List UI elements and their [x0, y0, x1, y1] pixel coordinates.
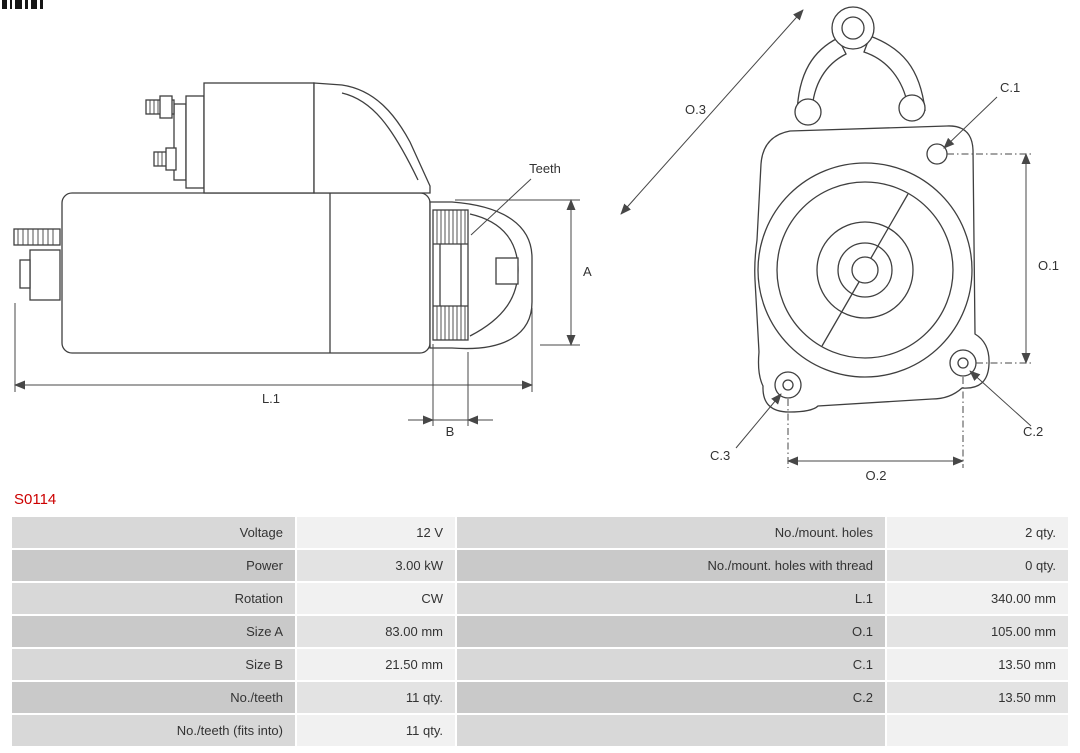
spec-value: 13.50 mm: [887, 649, 1068, 680]
callout-c1: C.1: [943, 80, 1020, 149]
dim-o1-label: O.1: [1038, 258, 1059, 273]
motor-body: [61, 192, 431, 354]
hole-c2: [949, 349, 977, 377]
pinion-gear: [432, 209, 469, 341]
dimension-b: B: [408, 344, 493, 439]
mount-stud: [13, 228, 61, 301]
label-c3: C.3: [710, 448, 730, 463]
spec-label: C.1: [457, 649, 885, 680]
barcode-artifact: [2, 0, 43, 9]
spec-label: No./teeth (fits into): [12, 715, 295, 746]
spec-value: 340.00 mm: [887, 583, 1068, 614]
spec-label: Rotation: [12, 583, 295, 614]
spec-label: Power: [12, 550, 295, 581]
top-mount-hole: [841, 16, 865, 40]
table-row: Voltage 12 V No./mount. holes 2 qty.: [12, 517, 1068, 548]
solenoid: [173, 82, 431, 194]
spec-table: Voltage 12 V No./mount. holes 2 qty. Pow…: [10, 515, 1070, 748]
table-row: No./teeth 11 qty. C.2 13.50 mm: [12, 682, 1068, 713]
dimension-a: A: [455, 199, 592, 346]
outer-circle: [757, 162, 973, 378]
dimension-o1: O.1: [947, 153, 1059, 364]
callout-c2: C.2: [969, 370, 1043, 439]
spec-value: 21.50 mm: [297, 649, 455, 680]
table-row: No./teeth (fits into) 11 qty.: [12, 715, 1068, 746]
spec-value: 83.00 mm: [297, 616, 455, 647]
dim-a-label: A: [583, 264, 592, 279]
dimension-l1: L.1: [14, 303, 533, 406]
pinion-teeth-hatch: [436, 210, 466, 244]
upper-spoke: [870, 193, 909, 259]
label-c1: C.1: [1000, 80, 1020, 95]
spec-label: Voltage: [12, 517, 295, 548]
table-row: Size A 83.00 mm O.1 105.00 mm: [12, 616, 1068, 647]
top-bracket: [794, 6, 926, 126]
part-number: S0114: [14, 491, 57, 508]
dim-l1-label: L.1: [262, 391, 280, 406]
spec-label: [457, 715, 885, 746]
spec-label: O.1: [457, 616, 885, 647]
spec-value: [887, 715, 1068, 746]
technical-drawing: Teeth L.1 A B: [2, 0, 1059, 483]
side-view: Teeth L.1 A B: [2, 0, 592, 439]
spec-value: 12 V: [297, 517, 455, 548]
spec-value: 13.50 mm: [887, 682, 1068, 713]
teeth-label: Teeth: [529, 161, 561, 176]
hole-c1: [926, 143, 948, 165]
spec-label: C.2: [457, 682, 885, 713]
spec-value: CW: [297, 583, 455, 614]
table-row: Rotation CW L.1 340.00 mm: [12, 583, 1068, 614]
spec-value: 3.00 kW: [297, 550, 455, 581]
label-c2: C.2: [1023, 424, 1043, 439]
lower-spoke: [821, 281, 860, 347]
spec-label: No./mount. holes with thread: [457, 550, 885, 581]
spec-value: 11 qty.: [297, 715, 455, 746]
spec-label: No./teeth: [12, 682, 295, 713]
dimension-o2: O.2: [787, 377, 964, 483]
dim-b-label: B: [446, 424, 455, 439]
table-row: Power 3.00 kW No./mount. holes with thre…: [12, 550, 1068, 581]
spec-value: 2 qty.: [887, 517, 1068, 548]
table-row: Size B 21.50 mm C.1 13.50 mm: [12, 649, 1068, 680]
front-view: O.1 O.2 O.3 C.1 C.2 C.3: [620, 6, 1059, 483]
terminal-studs: [145, 95, 177, 171]
callout-c3: C.3: [710, 393, 782, 463]
right-lobe: [898, 94, 926, 122]
body-circles: [757, 162, 973, 378]
spec-label: No./mount. holes: [457, 517, 885, 548]
dimension-o3: O.3: [620, 9, 804, 215]
spec-value: 11 qty.: [297, 682, 455, 713]
spec-label: L.1: [457, 583, 885, 614]
starter-motor-drawing: Teeth L.1 A B: [2, 0, 1059, 483]
left-lobe: [794, 98, 822, 126]
spec-label: Size A: [12, 616, 295, 647]
hole-c3: [774, 371, 802, 399]
spec-value: 0 qty.: [887, 550, 1068, 581]
dim-o3-label: O.3: [685, 102, 706, 117]
dim-o2-label: O.2: [866, 468, 887, 483]
teeth-callout: Teeth: [470, 161, 561, 236]
spec-label: Size B: [12, 649, 295, 680]
spec-value: 105.00 mm: [887, 616, 1068, 647]
